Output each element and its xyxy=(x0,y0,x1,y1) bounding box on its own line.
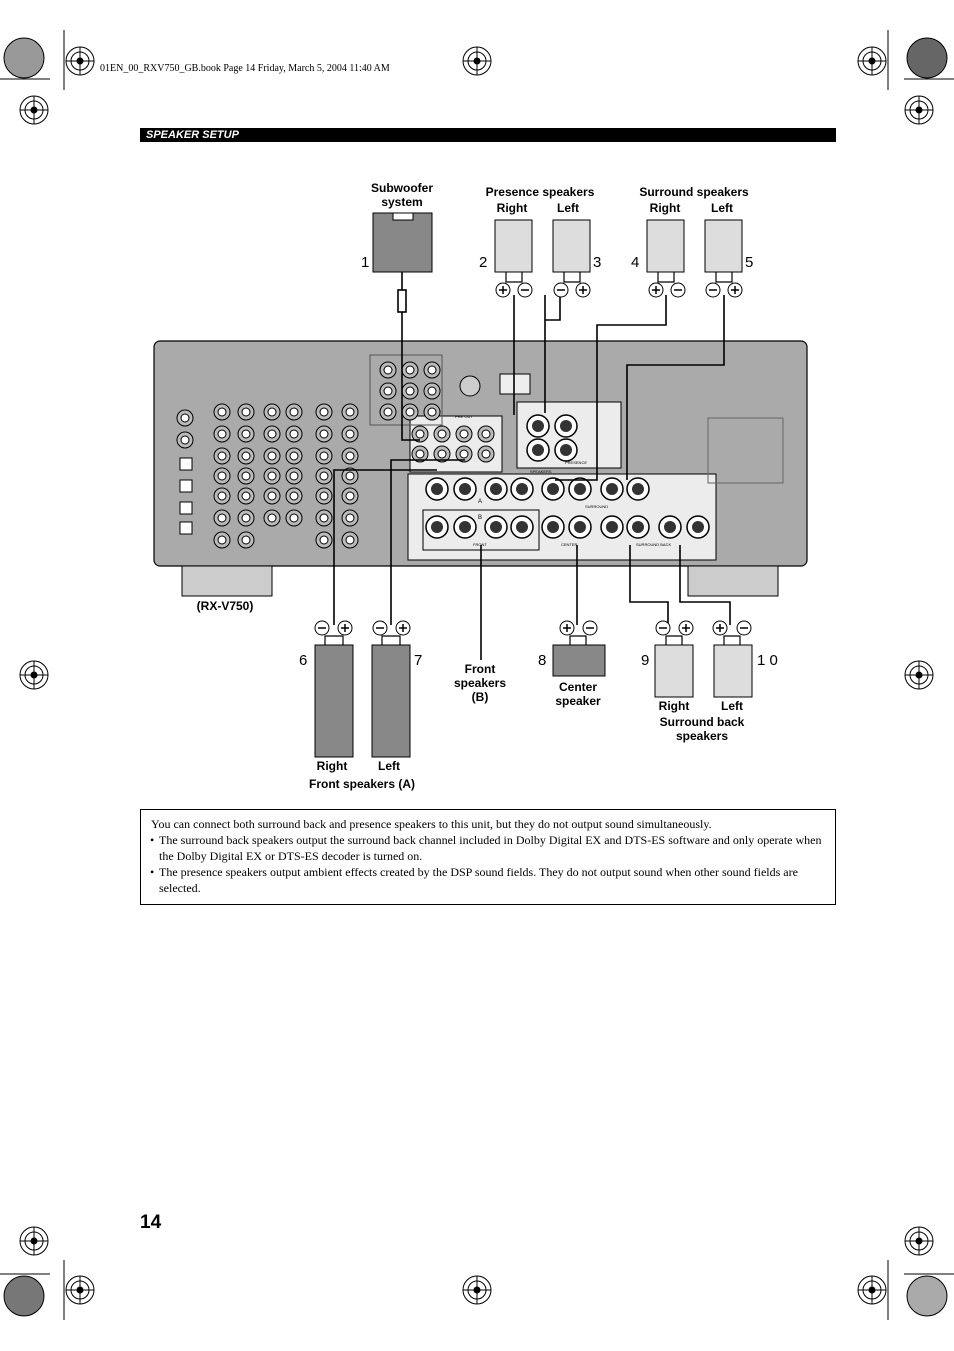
surround-label: SURROUND xyxy=(585,504,608,509)
a-label: A xyxy=(478,499,482,505)
presence-label: PRESENCE xyxy=(565,460,587,465)
note-bullet: The presence speakers output ambient eff… xyxy=(150,864,825,896)
receiver-rear-panel: PRE OUT SPEAKERS SURROUND FRONT CENTER S… xyxy=(153,340,808,597)
surround-back-label: SURROUND BACK xyxy=(636,542,671,547)
surround-right: Right xyxy=(649,201,681,215)
number-7: 7 xyxy=(414,652,423,669)
b-label: B xyxy=(478,515,482,521)
number-9: 9 xyxy=(641,652,650,669)
surround-title: Surround speakers xyxy=(639,185,749,199)
center-label: Center speaker xyxy=(555,680,601,708)
registration-marks xyxy=(0,30,954,1320)
book-file-header: 01EN_00_RXV750_GB.book Page 14 Friday, M… xyxy=(100,63,390,74)
number-4: 4 xyxy=(631,254,640,271)
number-1: 1 xyxy=(361,254,370,271)
section-bar: SPEAKER SETUP xyxy=(140,128,836,142)
page-number: 14 xyxy=(140,1212,162,1233)
note-bullets: The surround back speakers output the su… xyxy=(150,832,825,896)
surround-back-left: Left xyxy=(721,699,743,713)
pre-out-label: PRE OUT xyxy=(455,414,473,419)
surround-back-right: Right xyxy=(658,699,690,713)
front-a-title: Front speakers (A) xyxy=(308,777,416,791)
center-label: CENTER xyxy=(561,542,578,547)
presence-left: Left xyxy=(557,201,579,215)
note-bullet: The surround back speakers output the su… xyxy=(150,832,825,864)
number-8: 8 xyxy=(538,652,547,669)
front-label: FRONT xyxy=(473,542,487,547)
number-3: 3 xyxy=(593,254,602,271)
front-a-left: Left xyxy=(378,759,400,773)
note-intro: You can connect both surround back and p… xyxy=(151,817,712,831)
front-a-right: Right xyxy=(316,759,348,773)
speakers-label: SPEAKERS xyxy=(530,469,552,474)
surround-left: Left xyxy=(711,201,733,215)
section-title: SPEAKER SETUP xyxy=(146,129,239,141)
number-10: 1 0 xyxy=(757,652,778,669)
speaker-wires xyxy=(333,272,731,660)
surround-back-title: Surround back speakers xyxy=(659,715,745,743)
number-5: 5 xyxy=(745,254,754,271)
subwoofer-label: Subwoofer system xyxy=(371,181,433,209)
number-2: 2 xyxy=(479,254,488,271)
presence-right: Right xyxy=(496,201,528,215)
speaker-boxes xyxy=(314,212,753,758)
presence-title: Presence speakers xyxy=(485,185,595,199)
number-6: 6 xyxy=(299,652,308,669)
note-box: You can connect both surround back and p… xyxy=(140,809,836,905)
model-label: (RX-V750) xyxy=(196,599,254,613)
front-b-label: Front speakers (B) xyxy=(453,662,507,704)
